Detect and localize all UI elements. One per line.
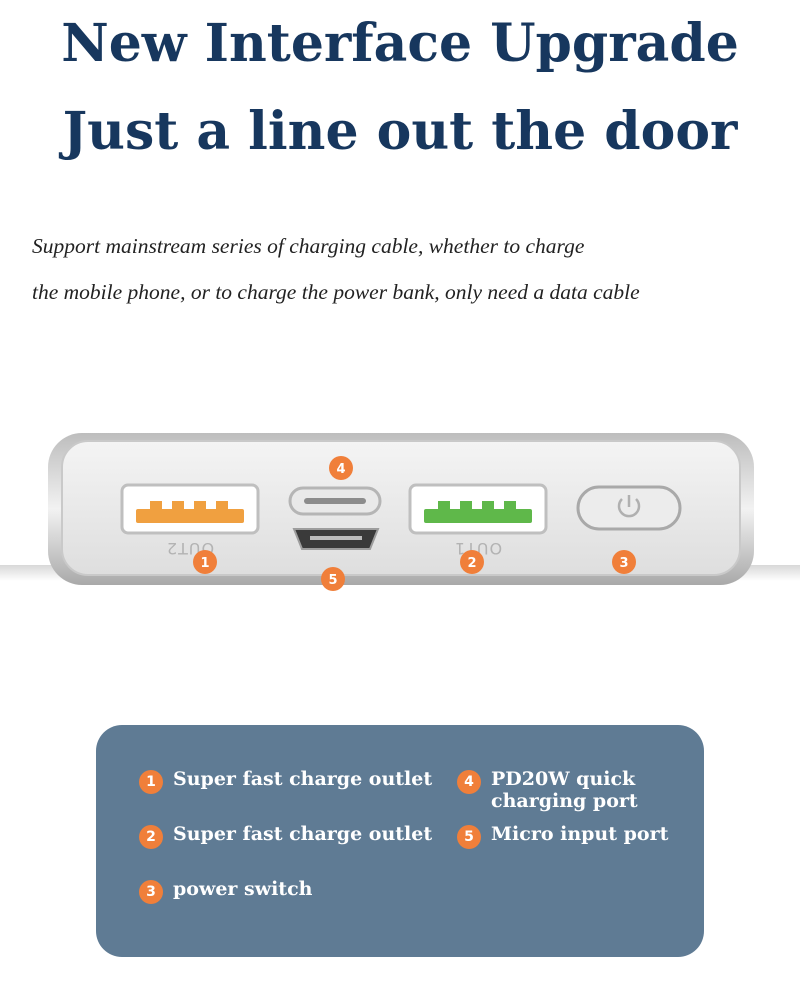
svg-text:3: 3 (619, 556, 628, 571)
badge-2: 2 (460, 550, 484, 574)
legend-badge: 3 (139, 880, 163, 904)
power-bank-illustration: OUT2 OUT1 1 2 3 4 (0, 433, 800, 591)
power-icon (617, 498, 641, 518)
micro-usb-port (292, 528, 380, 550)
svg-text:2: 2 (467, 556, 476, 571)
subtitle-line-1: Support mainstream series of charging ca… (32, 234, 585, 258)
legend-badge: 1 (139, 770, 163, 794)
legend-item-5: 5 Micro input port (457, 823, 668, 849)
legend-label: Micro input port (491, 823, 669, 845)
legend-badge: 4 (457, 770, 481, 794)
headline-line-2: Just a line out the door (62, 101, 738, 162)
badge-1: 1 (193, 550, 217, 574)
legend-item-1: 1 Super fast charge outlet (139, 768, 432, 794)
badge-3: 3 (612, 550, 636, 574)
badge-5: 5 (321, 567, 345, 591)
port-legend-panel: 1 Super fast charge outlet 2 Super fast … (96, 725, 704, 957)
usb-a-port-out1 (408, 483, 548, 535)
legend-item-3: 3 power switch (139, 878, 312, 904)
svg-text:5: 5 (328, 573, 337, 588)
legend-label: power switch (173, 878, 313, 900)
legend-badge: 2 (139, 825, 163, 849)
headline-line-1: New Interface Upgrade (61, 13, 739, 74)
legend-item-2: 2 Super fast charge outlet (139, 823, 432, 849)
usb-a-tongue-orange (136, 509, 244, 523)
legend-label: Super fast charge outlet (173, 823, 433, 845)
svg-text:1: 1 (200, 556, 209, 571)
device-face (61, 440, 741, 576)
power-button (576, 485, 682, 531)
subtitle-line-2: the mobile phone, or to charge the power… (32, 280, 640, 304)
usb-c-port (288, 486, 382, 516)
legend-item-4: 4 PD20W quick charging port (457, 768, 691, 812)
svg-text:4: 4 (336, 462, 345, 477)
badge-4: 4 (329, 456, 353, 480)
legend-label: Super fast charge outlet (173, 768, 433, 790)
legend-label: PD20W quick charging port (491, 768, 638, 812)
legend-badge: 5 (457, 825, 481, 849)
usb-a-tongue-green (424, 509, 532, 523)
usb-a-port-out2 (120, 483, 260, 535)
